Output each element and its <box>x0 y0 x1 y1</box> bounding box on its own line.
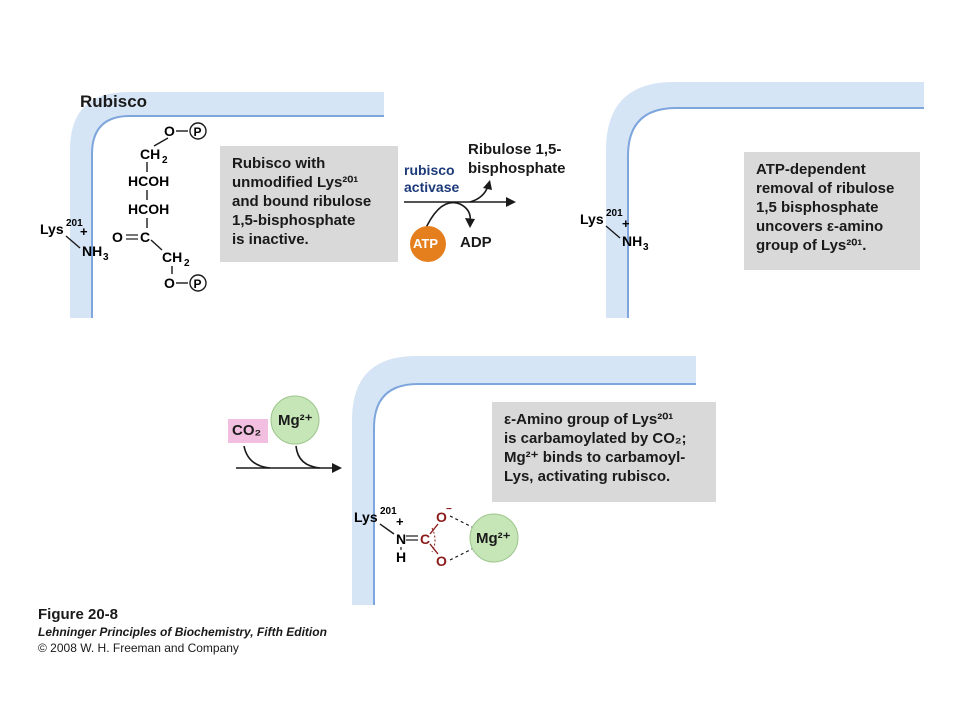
panel1-line-3: and bound ribulose <box>232 193 372 210</box>
svg-text:C: C <box>140 229 150 245</box>
carbamoylation-arrow <box>236 445 342 473</box>
svg-text:201: 201 <box>606 208 623 219</box>
panel3-line-1: ε-Amino group of Lys²⁰¹ <box>504 411 674 428</box>
panel1-line-2: unmodified Lys²⁰¹ <box>232 174 359 191</box>
panel2-line-5: group of Lys²⁰¹. <box>756 237 867 254</box>
panel1-line-1: Rubisco with <box>232 155 326 172</box>
mg-label-step2: Mg²⁺ <box>278 412 313 429</box>
svg-text:C: C <box>420 531 430 547</box>
svg-text:Lys: Lys <box>580 211 604 227</box>
panel2-line-4: uncovers ε-amino <box>756 218 884 235</box>
book-title: Lehninger Principles of Biochemistry, Fi… <box>38 625 327 639</box>
svg-text:2: 2 <box>162 155 168 166</box>
svg-text:P: P <box>194 125 202 139</box>
figure-caption: Figure 20-8 Lehninger Principles of Bioc… <box>38 606 327 655</box>
mg-label-panel3: Mg²⁺ <box>476 530 511 547</box>
svg-text:NH: NH <box>622 233 642 249</box>
co2-label: CO₂ <box>232 422 262 439</box>
co2-box <box>228 419 268 443</box>
svg-text:+: + <box>396 514 404 529</box>
panel1-title: Rubisco <box>80 92 148 111</box>
mg-circle-step2 <box>270 395 320 445</box>
svg-text:2: 2 <box>184 258 190 269</box>
svg-text:O: O <box>112 229 123 245</box>
panel2-line-2: removal of ribulose <box>756 180 895 197</box>
panel3-line-4: Lys, activating rubisco. <box>504 468 671 485</box>
svg-text:3: 3 <box>643 242 649 253</box>
lys201-panel1: Lys 201 + NH 3 <box>40 218 109 263</box>
activase-reaction-arrow <box>404 180 516 233</box>
panel1-line-5: is inactive. <box>232 231 309 248</box>
rubisco-activase-label: rubisco activase <box>404 162 460 195</box>
svg-text:HCOH: HCOH <box>128 173 169 189</box>
svg-text:201: 201 <box>66 218 83 229</box>
panel3-line-2: is carbamoylated by CO₂; <box>504 430 687 447</box>
svg-text:CH: CH <box>140 146 160 162</box>
svg-text:O: O <box>164 275 175 291</box>
svg-text:N: N <box>396 531 406 547</box>
figure-number: Figure 20-8 <box>38 606 119 623</box>
ribulose-product-label: Ribulose 1,5-bisphosphate <box>468 141 566 177</box>
svg-text:Lys: Lys <box>354 509 378 525</box>
lys201-panel2: Lys 201 + NH 3 <box>580 208 649 253</box>
panel2-line-1: ATP-dependent <box>756 161 866 178</box>
svg-text:+: + <box>622 216 630 231</box>
panel3-line-3: Mg²⁺ binds to carbamoyl- <box>504 449 686 466</box>
svg-text:O: O <box>164 123 175 139</box>
svg-text:Lys: Lys <box>40 221 64 237</box>
svg-text:201: 201 <box>380 506 397 517</box>
panel1-line-4: 1,5-bisphosphate <box>232 212 356 229</box>
svg-text:O: O <box>436 509 447 525</box>
surface-panel-3 <box>352 356 696 605</box>
copyright: © 2008 W. H. Freeman and Company <box>38 641 239 655</box>
panel3-description-box: ε-Amino group of Lys²⁰¹ is carbamoylated… <box>492 402 716 502</box>
atp-label: ATP <box>413 236 439 251</box>
svg-text:H: H <box>396 549 406 565</box>
panel2-line-3: 1,5 bisphosphate <box>756 199 879 216</box>
adp-label: ADP <box>460 234 492 251</box>
ribulose-bisphosphate-structure: O P CH 2 HCOH HCOH O C CH 2 O P <box>112 122 207 292</box>
panel2-description-box: ATP-dependent removal of ribulose 1,5 bi… <box>744 152 920 270</box>
svg-text:NH: NH <box>82 243 102 259</box>
atp-circle <box>410 226 446 262</box>
svg-text:+: + <box>80 224 88 239</box>
surface-panel-1 <box>70 92 384 318</box>
carbamoyl-lys201: Lys 201 + N H C O O − <box>354 504 475 569</box>
svg-text:−: − <box>446 504 452 515</box>
mg-circle-panel3 <box>469 513 519 563</box>
svg-text:CH: CH <box>162 249 182 265</box>
svg-text:3: 3 <box>103 252 109 263</box>
svg-text:O: O <box>436 553 447 569</box>
svg-text:P: P <box>194 277 202 291</box>
panel1-description-box: Rubisco with unmodified Lys²⁰¹ and bound… <box>220 146 398 262</box>
surface-panel-2 <box>606 82 924 318</box>
svg-text:HCOH: HCOH <box>128 201 169 217</box>
